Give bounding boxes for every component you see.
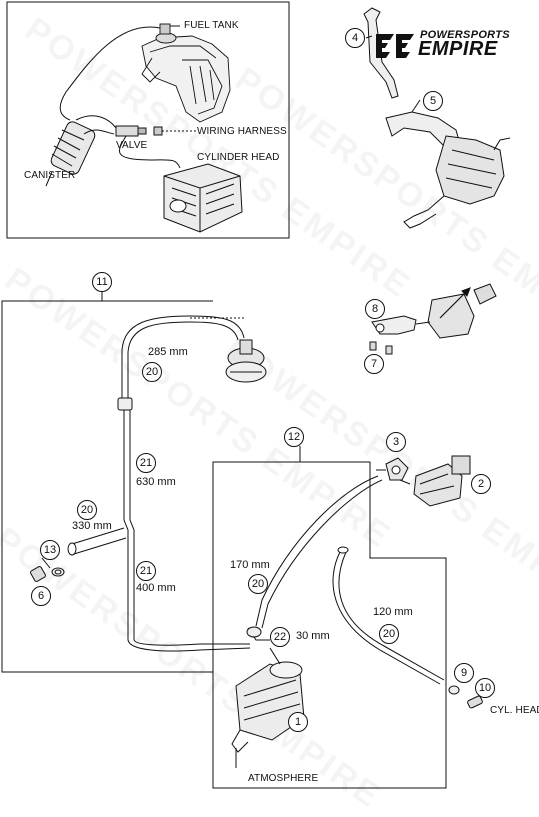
hose-length-330: 330 mm (72, 520, 112, 532)
cylinder-head-drawing (163, 163, 243, 233)
brand-logo: POWERSPORTS EMPIRE (372, 26, 524, 66)
callout-20: 20 (379, 624, 399, 644)
callout-1: 1 (288, 712, 308, 732)
hose-630-400 (123, 410, 251, 652)
callout-3: 3 (386, 432, 406, 452)
callout-13: 13 (40, 540, 60, 560)
label-cyl-head: CYL. HEAD (490, 705, 539, 716)
screws-7-drawing (369, 341, 393, 355)
bracket-4-drawing (363, 7, 399, 99)
tank-vent-hose (59, 26, 161, 121)
nozzle-10-drawing (467, 695, 483, 709)
hose-170 (255, 475, 379, 627)
hose-285 (121, 315, 245, 402)
brand-line-1: POWERSPORTS (420, 29, 510, 41)
label-atmosphere: ATMOSPHERE (248, 773, 319, 784)
hose-length-630: 630 mm (136, 476, 176, 488)
hose-length-30: 30 mm (296, 630, 330, 642)
fuel-cap-drawing (225, 339, 267, 383)
nozzle-6-drawing (30, 566, 46, 582)
label-valve: VALVE (116, 140, 148, 151)
callout-20: 20 (77, 500, 97, 520)
callout-9: 9 (454, 663, 474, 683)
hose-330 (71, 527, 127, 555)
brand-line-2: EMPIRE (418, 38, 498, 60)
callout-7: 7 (364, 354, 384, 374)
callout-20: 20 (142, 362, 162, 382)
callout-2: 2 (471, 474, 491, 494)
hose-length-285: 285 mm (148, 346, 188, 358)
fitting-3-drawing (376, 457, 409, 481)
inset-frame (6, 1, 290, 239)
callout-5: 5 (423, 91, 443, 111)
inset-canister-drawing (45, 121, 96, 187)
callout-6: 6 (31, 586, 51, 606)
valve-drawing (115, 125, 163, 137)
hose-length-120: 120 mm (373, 606, 413, 618)
valve-2-drawing (399, 455, 471, 507)
clamp-13-drawing (51, 567, 65, 577)
holder-5-drawing (385, 111, 511, 229)
hose-length-400: 400 mm (136, 582, 176, 594)
callout-22: 22 (270, 627, 290, 647)
label-wiring-harness: WIRING HARNESS (197, 126, 287, 137)
kit-12-frame (212, 446, 447, 789)
brand-mark-icon (376, 34, 414, 58)
hose-length-170: 170 mm (230, 559, 270, 571)
hose-120 (332, 551, 441, 685)
callout-8: 8 (365, 299, 385, 319)
bracket-8-drawing (371, 283, 497, 339)
callout-4: 4 (345, 28, 365, 48)
callout-11: 11 (92, 272, 112, 292)
label-canister: CANISTER (24, 170, 76, 181)
callout-21: 21 (136, 561, 156, 581)
callout-12: 12 (284, 427, 304, 447)
washer-9-drawing (448, 685, 460, 695)
callout-10: 10 (475, 678, 495, 698)
callout-21: 21 (136, 453, 156, 473)
kit-11-frame (1, 290, 213, 673)
label-fuel-tank: FUEL TANK (184, 20, 239, 31)
callout-20: 20 (248, 574, 268, 594)
fuel-tank-drawing (141, 23, 231, 123)
label-cylinder-head: CYLINDER HEAD (197, 152, 280, 163)
